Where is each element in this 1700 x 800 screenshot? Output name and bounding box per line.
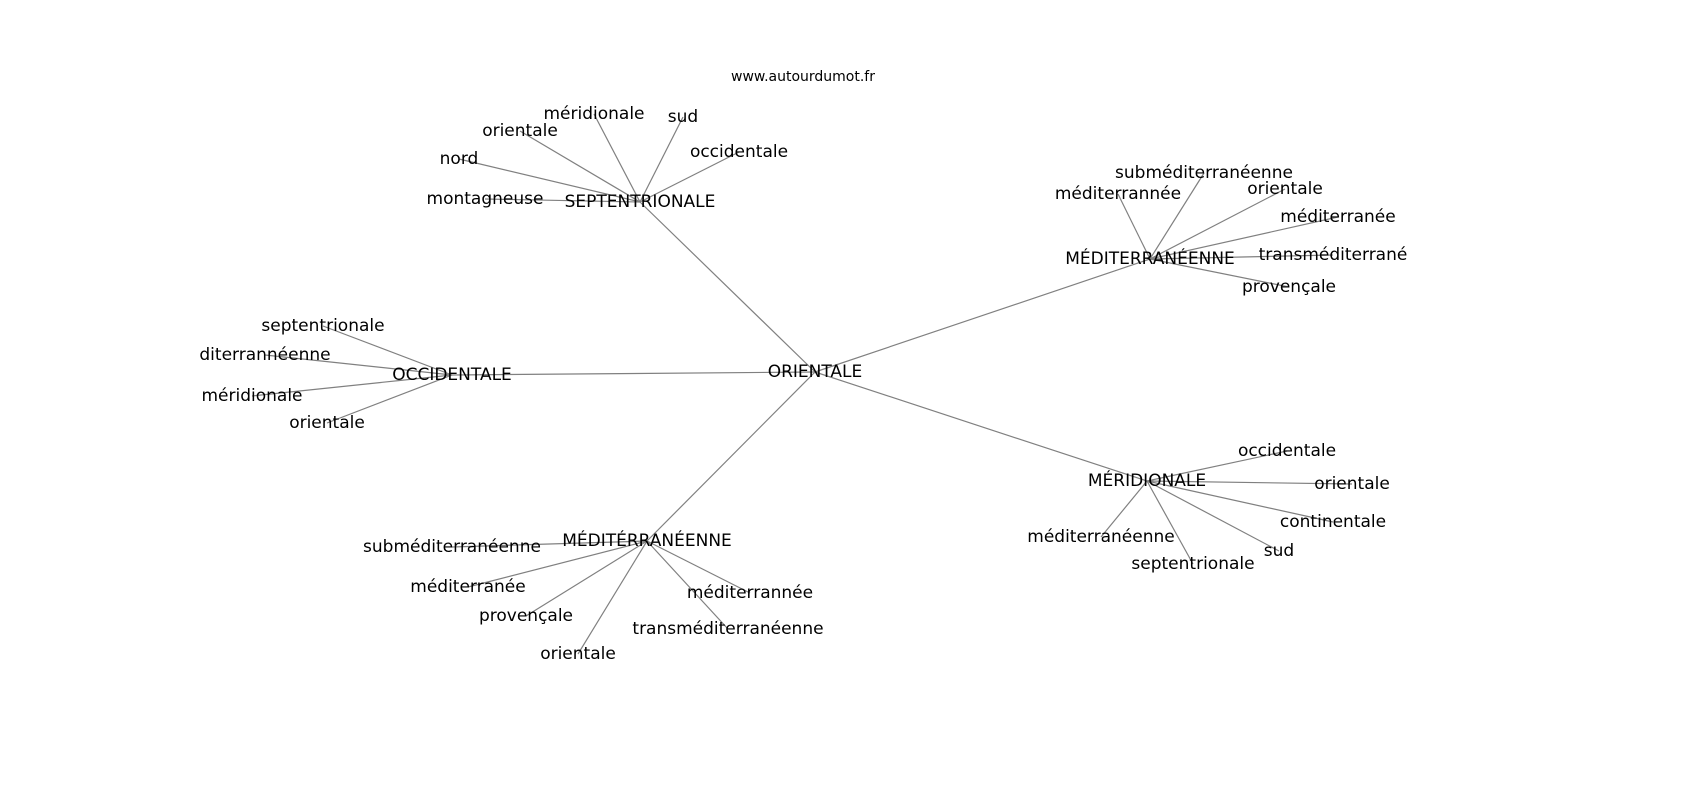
- child-node[interactable]: méridionale: [201, 386, 302, 406]
- edge-cluster-child: [264, 354, 453, 376]
- edge-cluster-child: [458, 158, 641, 203]
- child-node[interactable]: nord: [440, 149, 479, 169]
- child-node[interactable]: provençale: [479, 606, 573, 626]
- child-node[interactable]: orientale: [540, 644, 616, 664]
- edge-cluster-child: [1117, 193, 1151, 260]
- child-node[interactable]: orientale: [482, 121, 558, 141]
- edge-cluster-child: [1146, 480, 1353, 485]
- child-node[interactable]: occidentale: [690, 142, 788, 162]
- child-node[interactable]: subméditerranéenne: [363, 537, 541, 557]
- child-node[interactable]: transméditerranéenne: [632, 619, 823, 639]
- child-node[interactable]: septentrionale: [1131, 554, 1254, 574]
- edge-cluster-child: [1149, 254, 1334, 260]
- child-node[interactable]: méditerranée: [1280, 207, 1395, 227]
- edge-root-cluster: [814, 258, 1151, 373]
- edge-cluster-child: [639, 116, 684, 203]
- cluster-node[interactable]: MÉDITERRANÉENNE: [1065, 247, 1235, 269]
- edge-cluster-child: [1149, 258, 1290, 288]
- edge-cluster-child: [593, 113, 641, 203]
- edges: [251, 113, 1353, 655]
- child-node[interactable]: orientale: [289, 413, 365, 433]
- cluster-node[interactable]: MÉDITÉRRANÉENNE: [562, 529, 732, 551]
- edge-cluster-child: [1100, 480, 1148, 538]
- edge-cluster-child: [1146, 480, 1194, 565]
- child-node[interactable]: diterrannéenne: [199, 345, 330, 365]
- edge-cluster-child: [519, 130, 641, 203]
- child-node[interactable]: méditerrannée: [687, 583, 813, 603]
- child-node[interactable]: méridionale: [543, 104, 644, 124]
- edge-root-cluster: [646, 371, 816, 542]
- child-node[interactable]: montagneuse: [427, 189, 544, 209]
- edge-cluster-child: [467, 540, 648, 588]
- child-node[interactable]: provençale: [1242, 277, 1336, 297]
- edge-root-cluster: [639, 201, 816, 373]
- child-node[interactable]: méditerranéenne: [1027, 527, 1174, 547]
- edge-cluster-child: [1149, 216, 1339, 260]
- child-node[interactable]: sud: [1264, 541, 1294, 561]
- child-node[interactable]: occidentale: [1238, 441, 1336, 461]
- edge-cluster-child: [451, 540, 648, 548]
- root-node[interactable]: ORIENTALE: [768, 362, 863, 382]
- edge-root-cluster: [451, 371, 816, 376]
- edge-cluster-child: [1146, 480, 1334, 523]
- edge-cluster-child: [1149, 172, 1205, 260]
- edge-cluster-child: [322, 325, 453, 376]
- edge-cluster-child: [1146, 480, 1280, 552]
- child-node[interactable]: méditerranée: [410, 577, 525, 597]
- cluster-node[interactable]: OCCIDENTALE: [392, 365, 512, 385]
- cluster-node[interactable]: SEPTENTRIONALE: [565, 192, 716, 212]
- child-node[interactable]: transméditerrané: [1259, 245, 1408, 265]
- edge-cluster-child: [484, 198, 641, 203]
- edge-cluster-child: [646, 540, 751, 594]
- edge-cluster-child: [525, 540, 648, 617]
- edge-root-cluster: [814, 371, 1148, 482]
- child-node[interactable]: méditerrannée: [1055, 184, 1181, 204]
- cluster-node[interactable]: MÉRIDIONALE: [1088, 469, 1206, 491]
- edge-cluster-child: [326, 374, 453, 424]
- edge-cluster-child: [577, 540, 648, 655]
- child-node[interactable]: orientale: [1314, 474, 1390, 494]
- edge-cluster-child: [1146, 450, 1288, 482]
- child-node[interactable]: septentrionale: [261, 316, 384, 336]
- child-node[interactable]: continentale: [1280, 512, 1386, 532]
- site-title: www.autourdumot.fr: [731, 69, 875, 85]
- edge-cluster-child: [639, 151, 740, 203]
- edge-cluster-child: [251, 374, 453, 397]
- edge-cluster-child: [646, 540, 729, 630]
- child-node[interactable]: sud: [668, 107, 698, 127]
- child-node[interactable]: subméditerranéenne: [1115, 163, 1293, 183]
- edge-cluster-child: [1149, 188, 1286, 260]
- child-node[interactable]: orientale: [1247, 179, 1323, 199]
